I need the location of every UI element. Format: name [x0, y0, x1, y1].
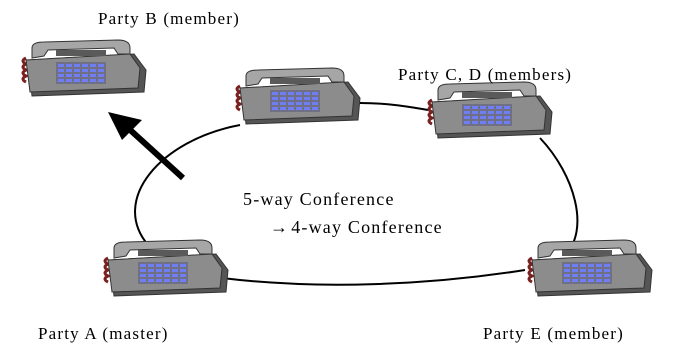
party-a-phone-icon — [103, 239, 229, 297]
ring-top — [359, 102, 429, 111]
conference-after-text: 4-way Conference — [291, 217, 443, 237]
conference-before-label: 5-way Conference — [243, 189, 395, 209]
party-a-label: Party A (master) — [38, 324, 169, 343]
conference-ring — [134, 102, 579, 286]
ring-left-upper — [134, 124, 241, 246]
conference-after-label: →4-way Conference — [270, 218, 443, 236]
ring-bottom — [221, 269, 526, 286]
leave-arrow — [108, 112, 186, 181]
party-d-phone-icon — [427, 81, 553, 139]
party-c-phone-icon — [235, 67, 361, 125]
party-e-phone-icon — [527, 239, 653, 297]
party-e-label: Party E (member) — [483, 324, 624, 343]
party-b-phone-icon — [21, 39, 147, 97]
party-cd-label: Party C, D (members) — [398, 65, 573, 84]
ring-right — [539, 137, 579, 256]
transition-arrow-icon: → — [270, 217, 290, 237]
party-b-label: Party B (member) — [98, 9, 240, 28]
